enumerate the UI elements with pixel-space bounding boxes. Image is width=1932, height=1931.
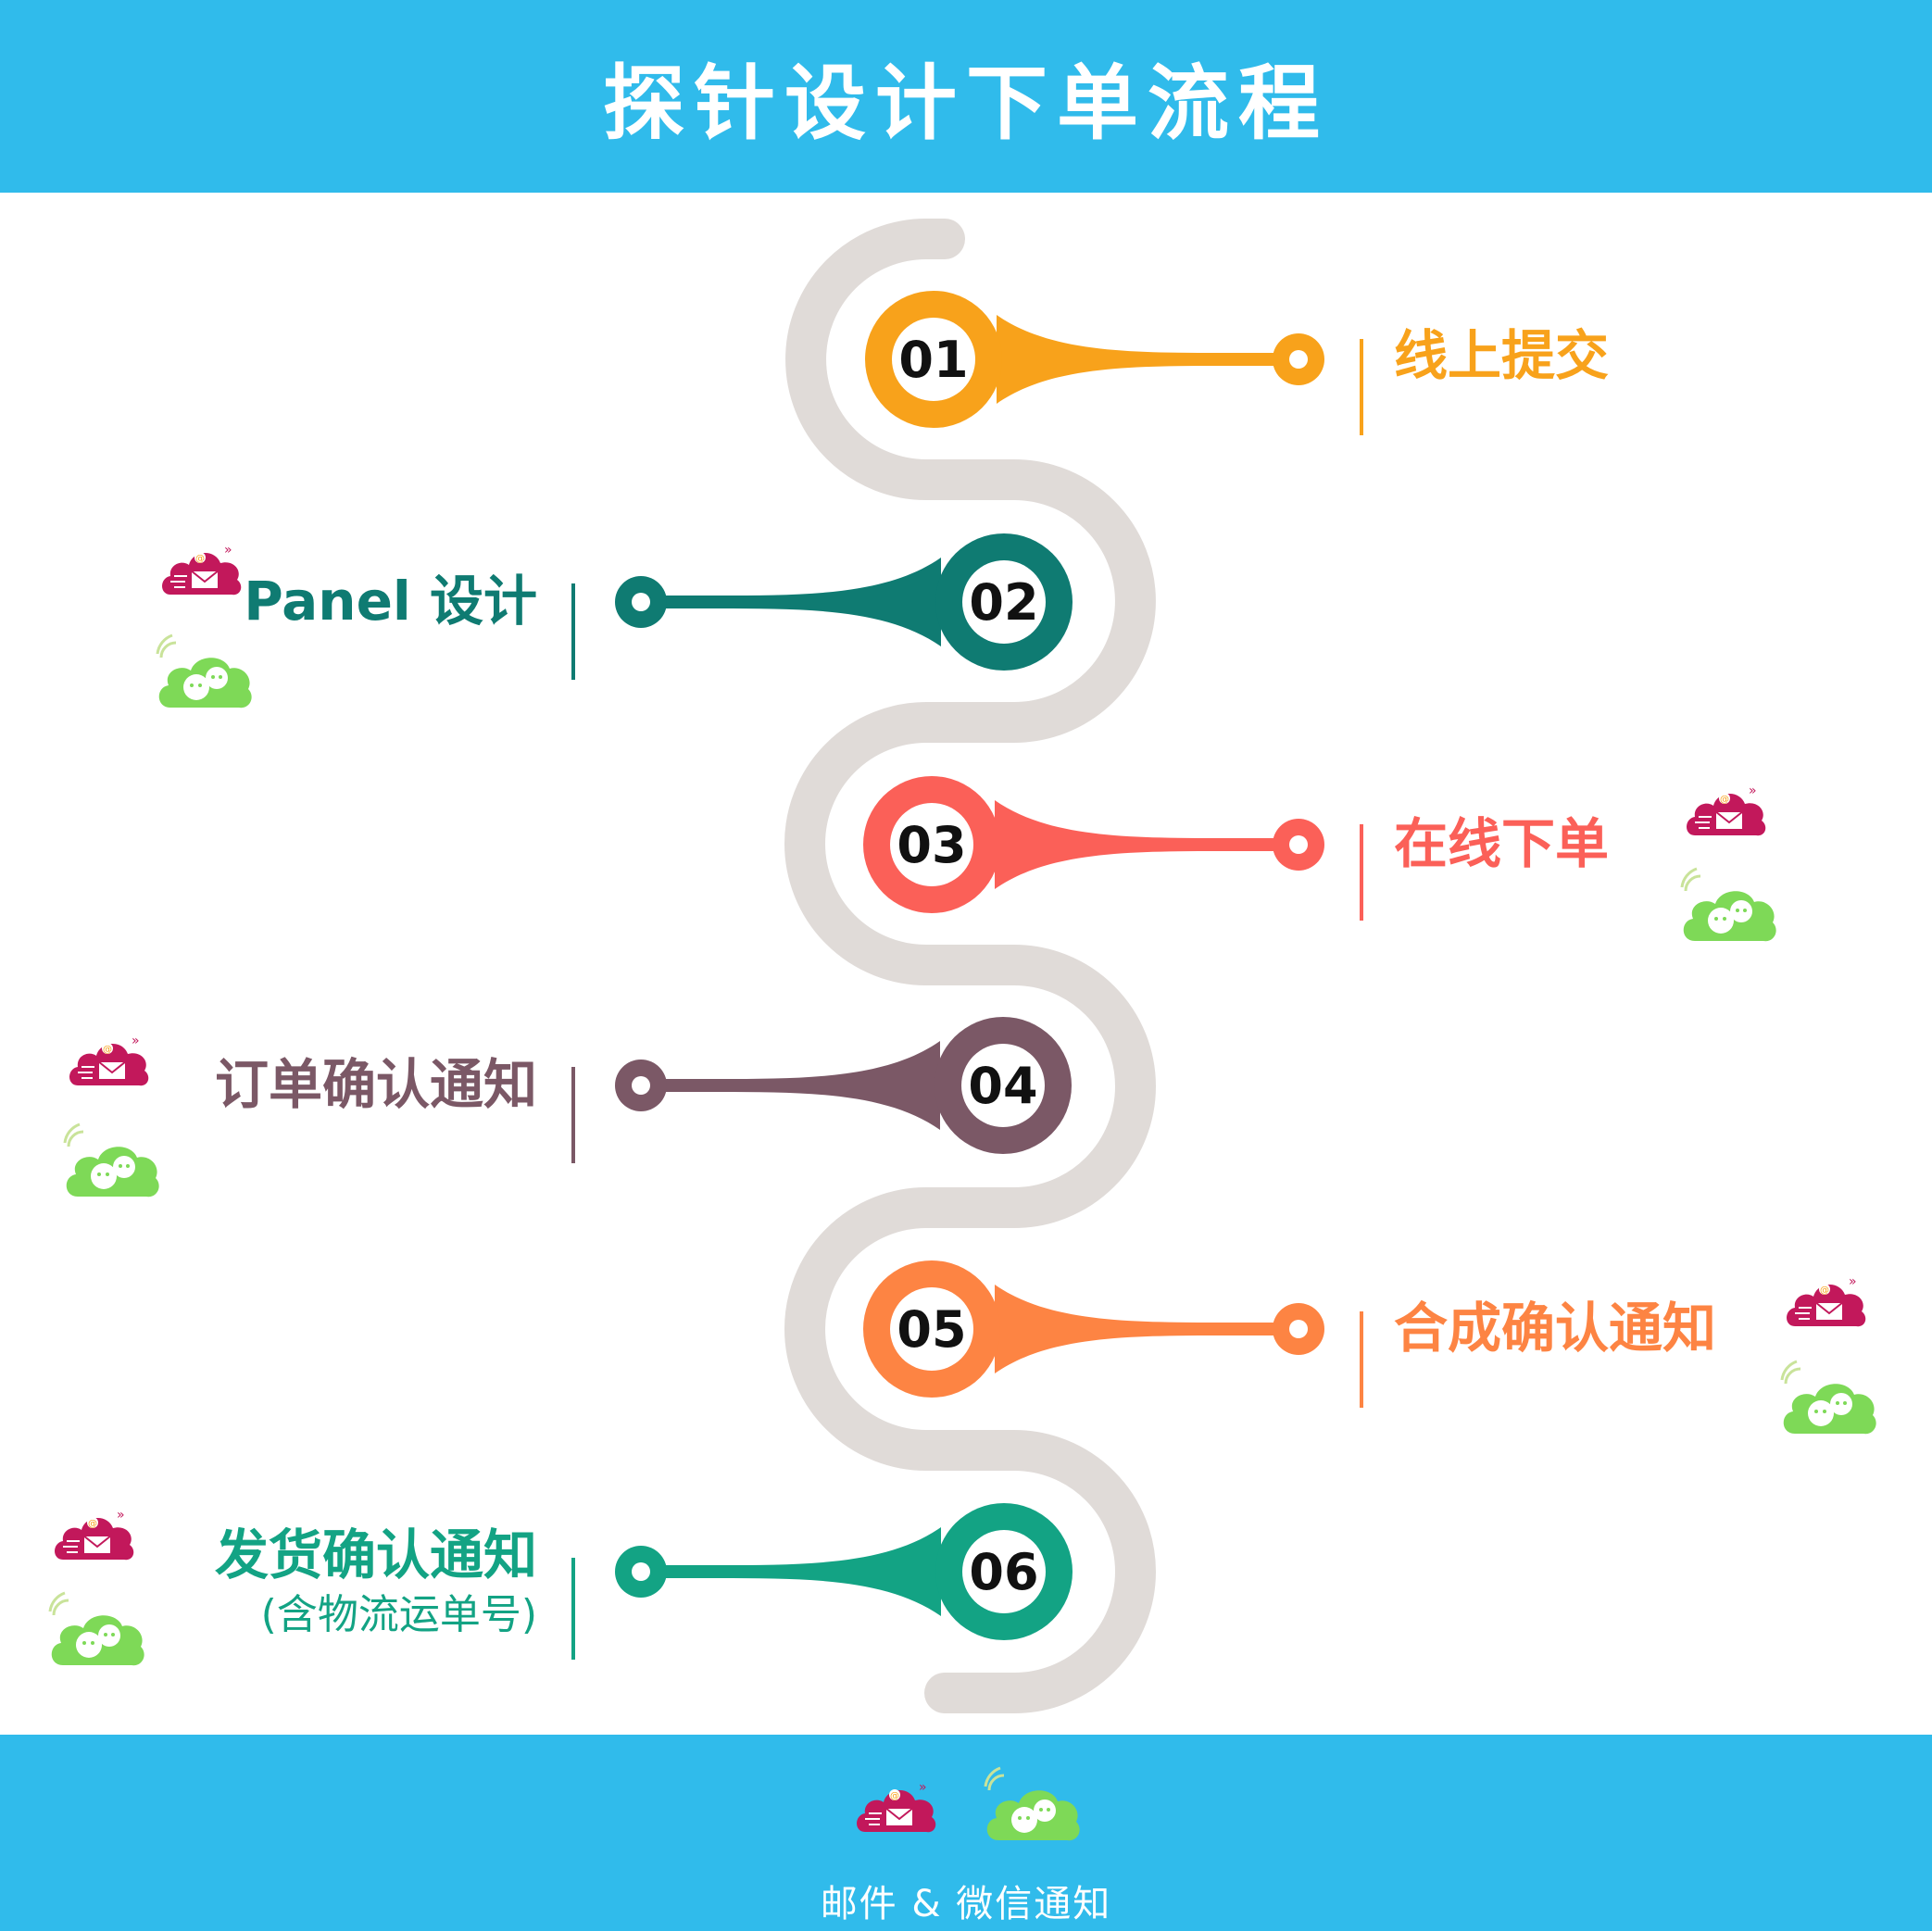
step-06-divider — [571, 1558, 575, 1660]
step-04-email-icon: @» — [67, 1030, 152, 1100]
step-01-end-dot-hole — [1289, 350, 1308, 369]
svg-text:»: » — [117, 1508, 125, 1523]
step-05-inner — [890, 1287, 973, 1371]
svg-text:@: @ — [1820, 1285, 1829, 1296]
step-05-end-dot-hole — [1289, 1320, 1308, 1338]
step-02-inner — [962, 560, 1046, 644]
step-05-email-icon: @» — [1784, 1271, 1869, 1341]
step-04-stem — [641, 1041, 940, 1130]
step-06-wechat-icon — [44, 1587, 148, 1676]
svg-text:@: @ — [103, 1045, 112, 1055]
svg-text:»: » — [224, 543, 232, 558]
step-03-number: 03 — [897, 816, 966, 874]
step-04-label: 订单确认通知 — [214, 1053, 537, 1116]
step-05-wechat-icon — [1776, 1356, 1880, 1445]
step-05-stem — [995, 1285, 1298, 1373]
step-06-number: 06 — [969, 1543, 1038, 1601]
svg-text:@: @ — [88, 1519, 97, 1529]
step-01-inner — [892, 318, 975, 401]
step-pin-01: 01 — [865, 291, 1324, 428]
step-06-stem — [641, 1527, 941, 1616]
step-pin-06: 06 — [615, 1503, 1073, 1640]
step-02-number: 02 — [969, 573, 1038, 632]
step-04-end-dot-hole — [632, 1076, 650, 1095]
step-04-inner — [961, 1044, 1045, 1127]
step-01-number: 01 — [898, 331, 968, 389]
svg-text:@: @ — [890, 1791, 899, 1801]
step-03-stem — [995, 800, 1298, 889]
step-03-email-icon: @» — [1684, 780, 1769, 850]
step-02-divider — [571, 583, 575, 680]
step-03-divider — [1360, 824, 1363, 921]
step-04-divider — [571, 1067, 575, 1163]
page-title: 探针设计下单流程 — [602, 55, 1329, 151]
svg-text:»: » — [919, 1780, 927, 1795]
step-pin-04: 04 — [615, 1017, 1072, 1154]
step-02-end-dot-hole — [632, 593, 650, 611]
step-pin-05: 05 — [863, 1260, 1324, 1398]
step-02-email-icon: @» — [159, 539, 245, 609]
svg-text:@: @ — [195, 554, 205, 564]
step-04-wechat-icon — [59, 1119, 163, 1208]
track-path — [784, 219, 1156, 1713]
footer-caption: 邮件 & 微信通知 — [820, 1883, 1112, 1925]
step-05-label: 合成确认通知 — [1394, 1297, 1717, 1360]
step-pin-03: 03 — [863, 776, 1324, 913]
step-03-wechat-icon — [1676, 863, 1780, 952]
step-01-label: 线上提交 — [1394, 324, 1610, 387]
step-06-email-icon: @» — [52, 1504, 137, 1574]
step-06-end-dot-hole — [632, 1562, 650, 1581]
step-06-label: 发货确认通知 — [214, 1523, 537, 1586]
step-02-wechat-icon — [152, 630, 256, 719]
step-06-sublabel: (含物流运单号) — [260, 1591, 537, 1638]
svg-text:»: » — [1849, 1274, 1857, 1289]
footer-banner: @ » 邮件 & 微信通知 — [0, 1735, 1932, 1931]
step-01-divider — [1360, 339, 1363, 435]
step-03-end-dot-hole — [1289, 835, 1308, 854]
header-banner: 探针设计下单流程 — [0, 0, 1932, 193]
step-02-stem — [641, 558, 941, 646]
step-06-inner — [962, 1530, 1046, 1613]
step-02-label: Panel 设计 — [244, 570, 537, 633]
step-03-inner — [890, 803, 973, 886]
step-pin-02: 02 — [615, 533, 1073, 671]
svg-text:»: » — [132, 1034, 140, 1048]
step-05-divider — [1360, 1311, 1363, 1408]
step-01-stem — [997, 315, 1298, 404]
svg-text:»: » — [1749, 784, 1757, 798]
svg-text:@: @ — [1720, 795, 1729, 805]
step-03-label: 在线下单 — [1394, 812, 1610, 875]
step-05-number: 05 — [897, 1300, 966, 1359]
step-04-number: 04 — [968, 1057, 1037, 1115]
footer-email-icon: @ » — [854, 1776, 939, 1847]
footer-wechat-icon — [980, 1762, 1084, 1851]
